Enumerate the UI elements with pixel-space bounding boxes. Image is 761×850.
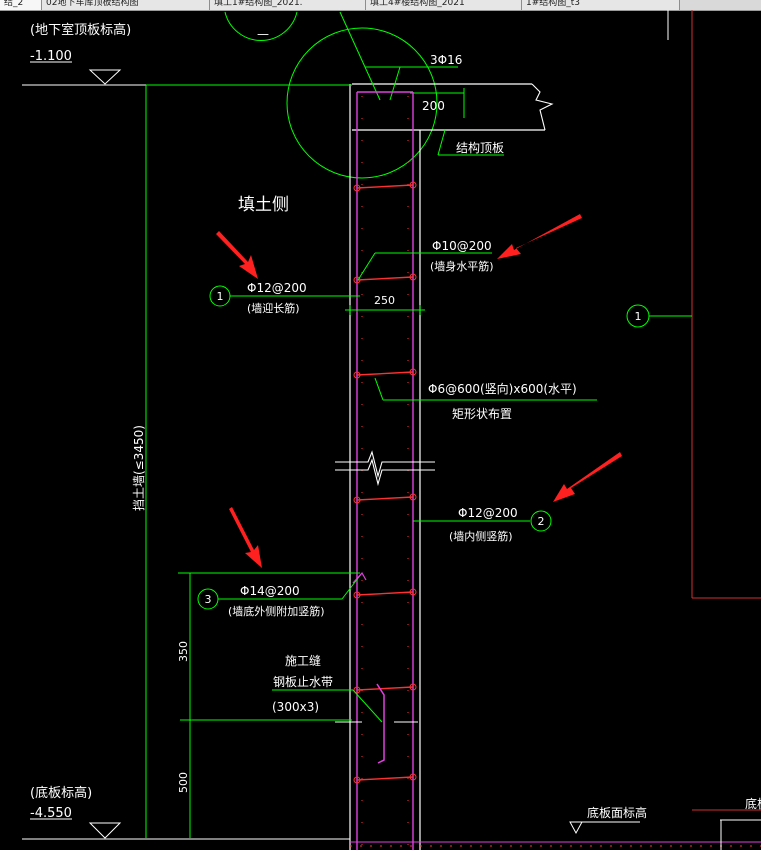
bottom-elevation-value: -4.550 — [30, 806, 72, 821]
bottom-elevation-label: (底板标高) — [30, 785, 92, 801]
out-vert-bar-label: Φ12@200 — [247, 281, 307, 295]
marker-2 — [530, 510, 552, 532]
red-arrow-1 — [216, 231, 258, 279]
tab-item[interactable]: 填工4#楼结构图_2021 — [366, 0, 522, 10]
add-bar-hook — [352, 571, 367, 584]
floor-elev-label: 底板面标高 — [587, 805, 647, 820]
out-vert-bar-desc: (墙迎长筋) — [247, 301, 300, 315]
marker-1-right-text: 1 — [635, 310, 642, 323]
slab-break-symbol — [531, 83, 554, 131]
tab-item[interactable]: 填工1#结构图_2021. — [210, 0, 366, 10]
bottom-elevation-triangle — [88, 822, 122, 839]
marker-3-text: 3 — [205, 593, 212, 606]
annotation-arrows — [216, 214, 622, 568]
in-vert-bar-label: Φ12@200 — [458, 506, 518, 520]
fill-side-label: 填土侧 — [238, 195, 289, 215]
add-bar-desc: (墙底外侧附加竖筋) — [228, 604, 325, 618]
top-elevation-value: -1.100 — [30, 49, 72, 64]
dim-200-label: 200 — [422, 99, 445, 113]
tie-bar-leader-diag — [374, 377, 384, 401]
horiz-bar-label: Φ10@200 — [432, 239, 492, 253]
red-arrow-3 — [553, 452, 622, 502]
wall-break-symbol-top — [335, 450, 435, 479]
red-arrow-4 — [229, 507, 262, 568]
joint-title-1: 施工缝 — [285, 653, 321, 668]
detail-circle — [286, 27, 438, 179]
joint-title-2: 钢板止水带 — [273, 675, 333, 689]
tab-item[interactable]: 结_2 — [0, 0, 42, 10]
floor-elev-triangle — [569, 821, 583, 835]
detail-mark: — — [257, 27, 269, 41]
joint-size: (300x3) — [272, 700, 319, 714]
tab-item[interactable]: 02地下车库顶板结构图 — [42, 0, 210, 10]
tie-end-circles — [353, 181, 417, 784]
top-elevation-triangle — [88, 69, 122, 85]
wall-thickness-label: 250 — [374, 294, 395, 307]
tie-bar-desc: 矩形状布置 — [452, 407, 512, 421]
top-rebar-leader-diag2 — [389, 66, 401, 101]
dim-500-label: 500 — [177, 772, 190, 793]
add-bar-label: Φ14@200 — [240, 584, 300, 598]
joint-leader-diag — [352, 689, 383, 723]
red-arrow-2 — [497, 214, 582, 259]
height-dim-label: 挡土墙(≤3450) — [132, 425, 146, 511]
marker-2-text: 2 — [538, 515, 545, 528]
slab-label: 结构顶板 — [456, 140, 504, 155]
tab-bar: 结_2 02地下车库顶板结构图 填工1#结构图_2021. 填工4#楼结构图_2… — [0, 0, 761, 11]
tab-item[interactable]: 1#结构图_t3 — [522, 0, 680, 10]
horiz-bar-leader-diag — [357, 252, 376, 281]
detail-circle-top — [224, 11, 298, 41]
horiz-bar-desc: (墙身水平筋) — [430, 259, 494, 273]
tie-bars — [356, 184, 414, 781]
top-rebar-leader-diag — [364, 66, 381, 101]
tie-bar-label: Φ6@600(竖向)x600(水平) — [428, 381, 577, 396]
slab-label-leader — [437, 129, 446, 156]
floor-elev-right-label: 底板 — [745, 796, 761, 811]
top-rebar-leader-up — [339, 11, 366, 68]
top-elevation-label: (地下室顶板标高) — [30, 22, 131, 38]
top-rebar-label: 3Φ16 — [430, 53, 462, 67]
marker-1-left-text: 1 — [217, 290, 224, 303]
in-vert-bar-desc: (墙内侧竖筋) — [449, 529, 513, 543]
waterstop-plate — [376, 683, 385, 764]
wall-break-symbol-bottom — [335, 458, 435, 487]
dim-350-label: 350 — [177, 641, 190, 662]
